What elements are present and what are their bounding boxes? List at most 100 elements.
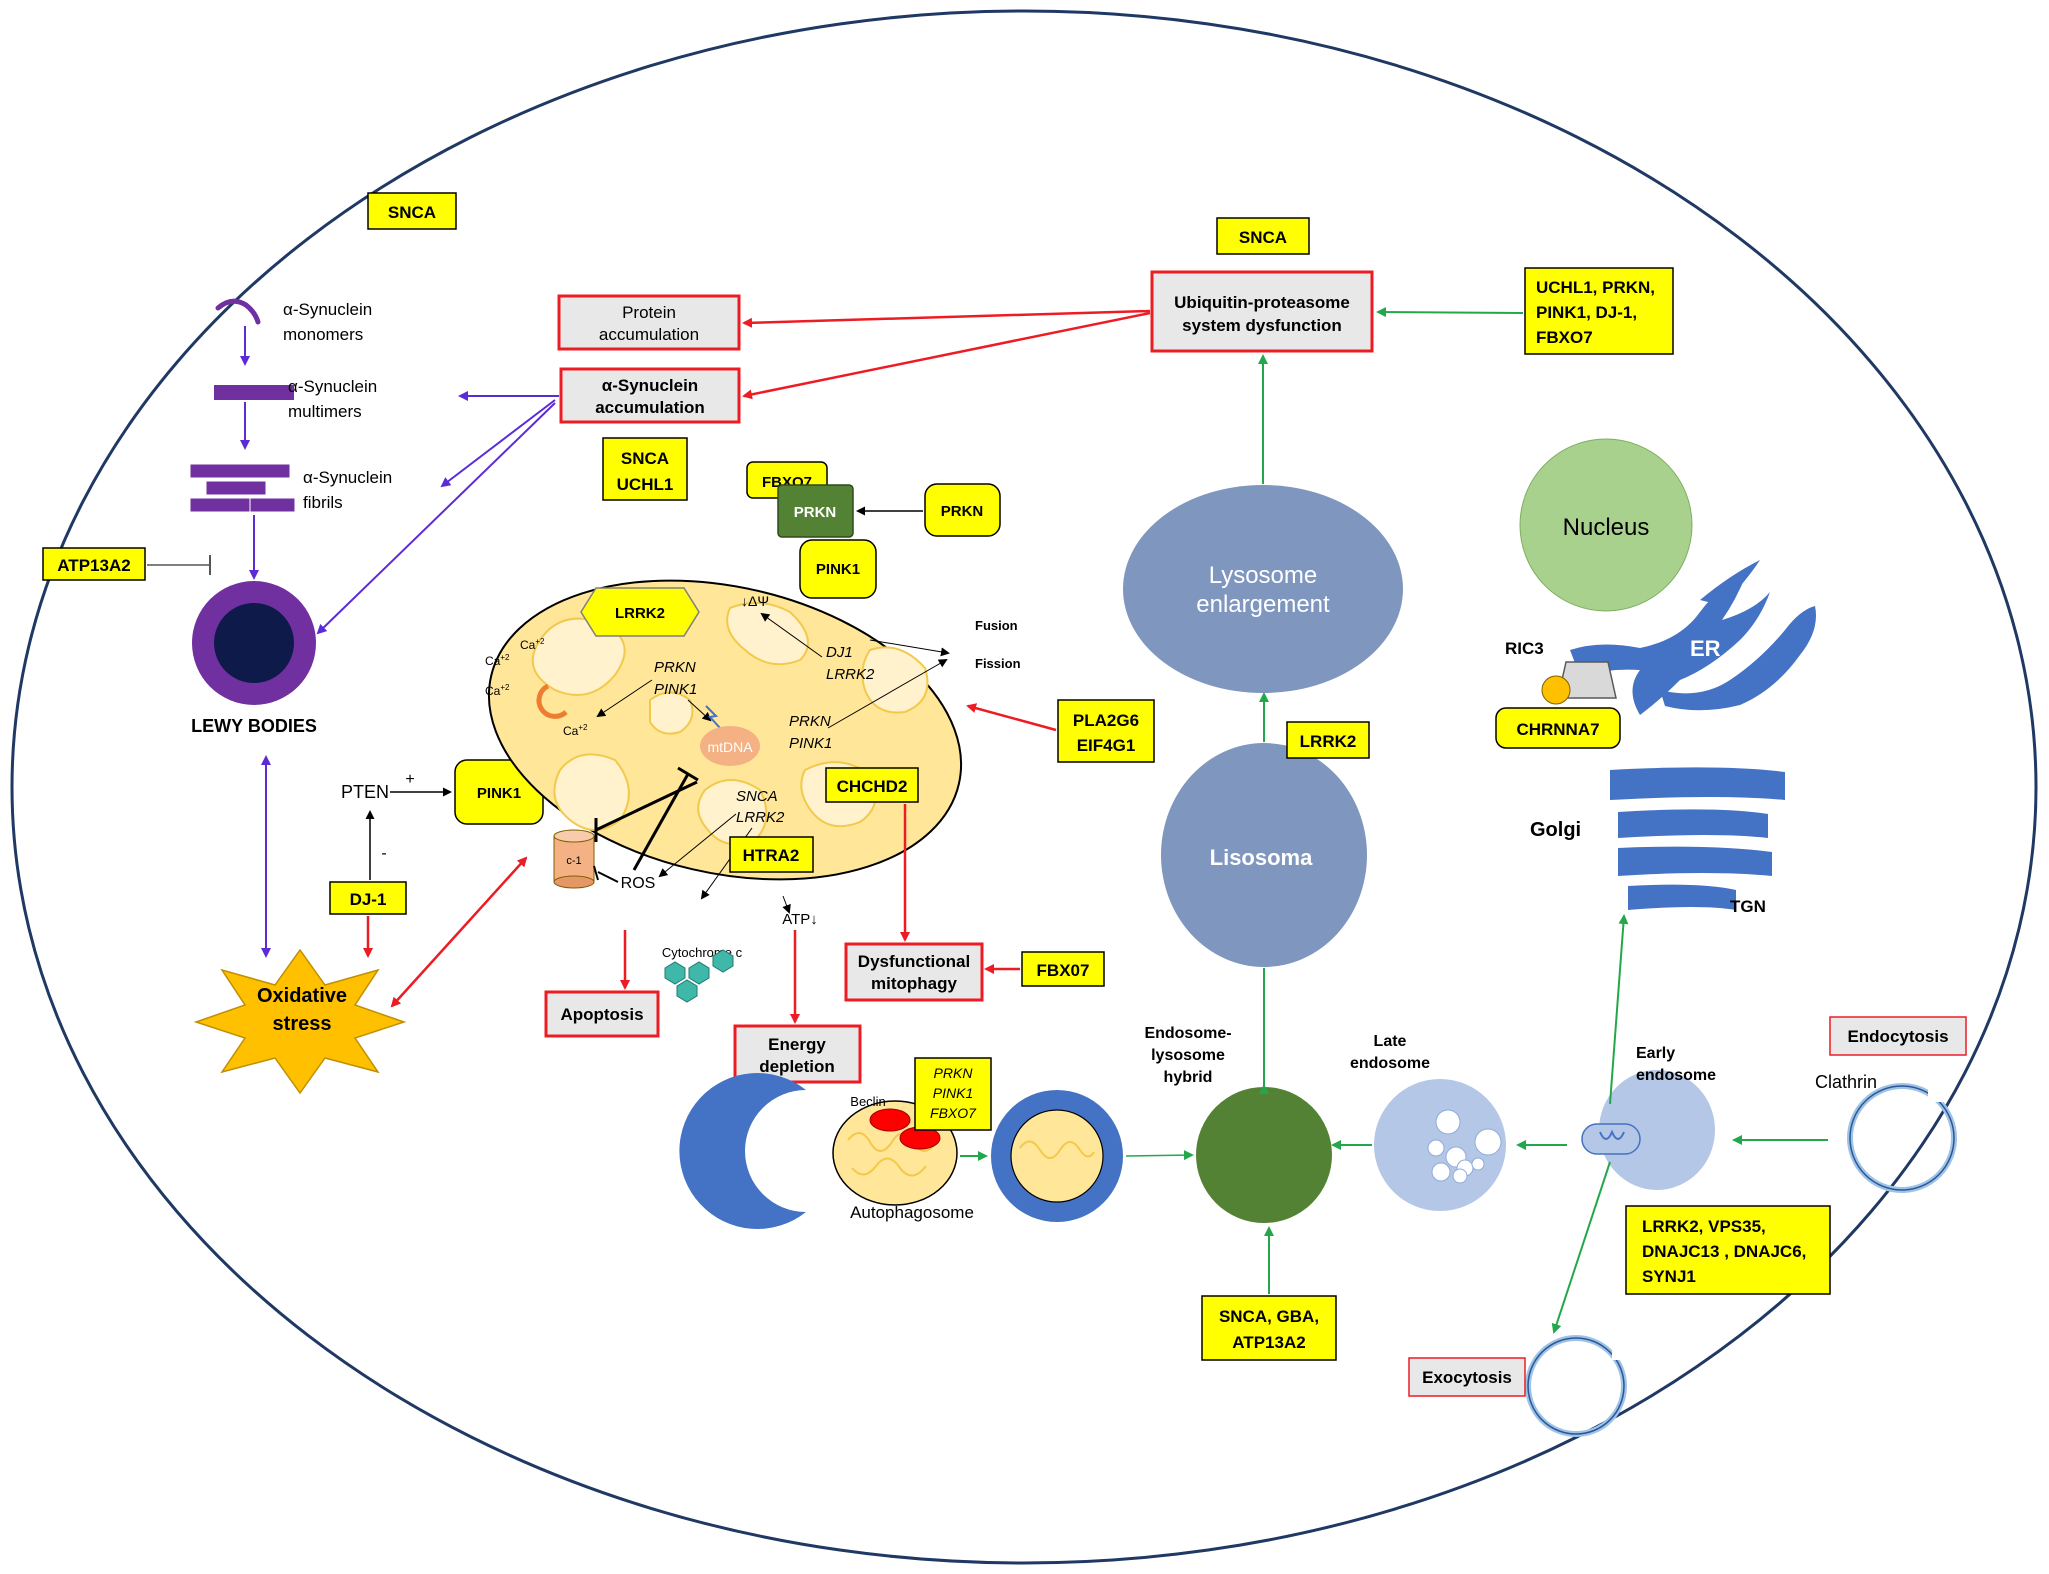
gene-autophagy-2: PINK1 — [933, 1085, 973, 1101]
gene-snca-ups: SNCA — [1239, 228, 1287, 247]
arrow-prkn-to-mtdna — [687, 699, 712, 722]
lisosoma — [1161, 743, 1367, 967]
gene-box-prkn — [924, 483, 1001, 537]
gene-box-prkn-green — [777, 484, 854, 538]
label-minus: - — [381, 845, 386, 862]
label-dj1-lrrk2-1: DJ1 — [826, 644, 853, 661]
label-beclin: Beclin — [850, 1094, 885, 1109]
label-c1: c-1 — [566, 855, 581, 867]
outcome-endocytosis — [1829, 1016, 1967, 1056]
autolysosome-mito — [1010, 1109, 1104, 1203]
gene-box-lrrk2-mid — [1286, 721, 1370, 759]
lightning-icon — [705, 705, 721, 729]
gene-box-chchd2 — [825, 767, 919, 803]
arrow-early-to-exocytosis — [1551, 1161, 1611, 1334]
label-fission: Fission — [975, 656, 1021, 671]
label-plus: + — [405, 771, 414, 788]
gene-autophagy-3: FBXO7 — [930, 1105, 977, 1121]
gene-prkn-green: PRKN — [794, 504, 837, 521]
arrow-mito-atp — [782, 895, 791, 914]
nucleus — [1519, 438, 1693, 612]
mitochondrial-cristae — [531, 601, 929, 846]
gene-pla2g6-2: EIF4G1 — [1077, 736, 1136, 755]
gene-ups-2: PINK1, DJ-1, — [1536, 303, 1637, 322]
arrow-pla2g6-mito — [966, 703, 1057, 732]
outcome-energy-depletion — [733, 1024, 862, 1084]
arrow-ups-genes — [1376, 307, 1524, 318]
gene-prkn: PRKN — [941, 503, 984, 520]
outcome-apoptosis — [544, 990, 660, 1038]
label-ric3: RIC3 — [1505, 639, 1544, 658]
arrow-asyn-to-lewy — [316, 402, 556, 635]
phagophore-icon — [679, 1073, 806, 1230]
gene-dj1: DJ-1 — [350, 890, 387, 909]
label-delta-psi: ↓ΔΨ — [741, 593, 769, 609]
label-ros: ROS — [621, 875, 656, 892]
label-ca-1: Ca+2 — [520, 637, 545, 652]
label-ups-2: system dysfunction — [1182, 316, 1342, 335]
label-ca-2: Ca+2 — [485, 653, 510, 668]
label-ups-1: Ubiquitin-proteasome — [1174, 293, 1350, 312]
gene-box-htra2 — [729, 836, 814, 873]
gene-box-pink1-top — [799, 539, 877, 599]
label-energy-2: depletion — [759, 1057, 835, 1076]
arrow-oxidative-mito — [390, 856, 528, 1008]
gene-chrnna7: CHRNNA7 — [1516, 720, 1599, 739]
label-atp: ATP↓ — [782, 911, 818, 928]
label-mtdna: mtDNA — [707, 739, 753, 755]
label-dj1-lrrk2-2: LRRK2 — [826, 666, 875, 683]
label-mitophagy-1: Dysfunctional — [858, 952, 970, 971]
gene-box-atp13a2 — [42, 547, 146, 581]
arrow-asyn-to-fibrils — [440, 399, 556, 488]
gene-box-snca-uchl1 — [602, 437, 688, 501]
monomer-icon — [215, 298, 261, 325]
lysosome-enlargement — [1123, 485, 1403, 693]
label-pten: PTEN — [341, 782, 389, 802]
label-lewy-bodies: LEWY BODIES — [191, 716, 317, 736]
gene-snca-top: SNCA — [388, 203, 436, 222]
gene-snca-uchl1-2: UCHL1 — [617, 475, 674, 494]
calcium-cycle-icon — [536, 683, 568, 719]
arrow-dj1-to-psi — [760, 612, 823, 658]
fusion-fission-icon — [948, 632, 966, 668]
arrow-prkn-to-fission — [827, 659, 948, 729]
gene-autophagy-1: PRKN — [934, 1065, 974, 1081]
gene-box-ups — [1524, 267, 1674, 355]
gene-atp13a2: ATP13A2 — [57, 556, 130, 575]
label-asyn-acc-2: accumulation — [595, 398, 705, 417]
gene-pla2g6-1: PLA2G6 — [1073, 711, 1139, 730]
label-protein-acc-1: Protein — [622, 303, 676, 322]
label-late-endosome-1: Late — [1374, 1033, 1407, 1050]
gene-endocytosis-3: SYNJ1 — [1642, 1267, 1696, 1286]
arrow-snca-to-ros — [658, 813, 737, 878]
label-snca-lrrk2-1: SNCA — [736, 788, 778, 805]
gene-lrrk2-mid: LRRK2 — [1300, 732, 1357, 751]
label-energy-1: Energy — [768, 1035, 826, 1054]
gene-ups-1: UCHL1, PRKN, — [1536, 278, 1655, 297]
outcome-asyn-accumulation — [559, 367, 741, 424]
early-endosome-tubule — [1581, 1123, 1641, 1155]
inhibit-c1-ros — [597, 871, 619, 883]
label-asyn-acc-1: α-Synuclein — [602, 376, 698, 395]
cell-membrane — [10, 9, 2038, 1565]
label-golgi: Golgi — [1530, 819, 1581, 841]
gene-box-autophagy — [914, 1057, 992, 1131]
label-protein-acc-2: accumulation — [599, 325, 699, 344]
gene-box-chrnna7 — [1495, 707, 1621, 749]
gene-endocytosis-1: LRRK2, VPS35, — [1642, 1217, 1766, 1236]
gene-snca-uchl1-1: SNCA — [621, 449, 669, 468]
gene-pink1-top: PINK1 — [816, 561, 860, 578]
arrow-prkn-to-ca — [596, 679, 653, 718]
multimer-icon — [214, 385, 294, 400]
label-fibrils-1: α-Synuclein — [303, 468, 392, 487]
label-tgn: TGN — [1730, 897, 1766, 916]
oxidative-stress-star — [193, 948, 407, 1095]
arrow-dj1-to-fusion — [869, 639, 950, 657]
gene-box-pla2g6 — [1057, 699, 1155, 763]
label-fusion: Fusion — [975, 618, 1018, 633]
label-multimers-1: α-Synuclein — [288, 377, 377, 396]
gene-box-fbx07 — [1021, 951, 1105, 987]
ric3-ligand-icon — [1541, 675, 1571, 705]
label-early-endosome-1: Early — [1636, 1045, 1675, 1062]
